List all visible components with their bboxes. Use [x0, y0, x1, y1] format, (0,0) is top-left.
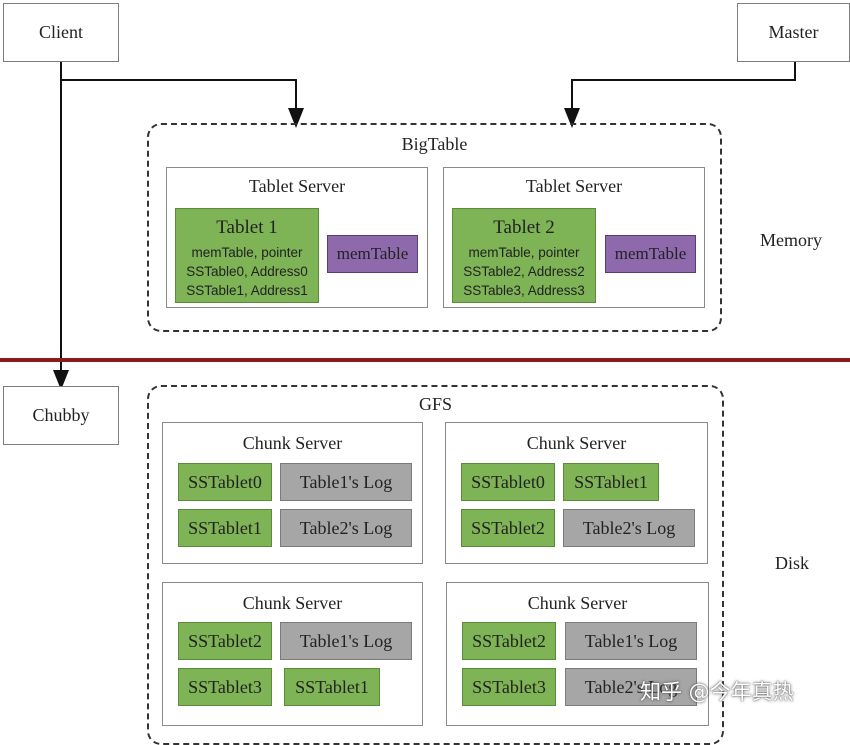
- tablet-1: Tablet 1 memTable, pointer SSTable0, Add…: [175, 208, 319, 303]
- log-cell: Table1's Log: [280, 622, 412, 660]
- sstablet-cell: SSTablet2: [461, 509, 555, 547]
- memory-disk-divider: [0, 358, 850, 362]
- chunk-server-title: Chunk Server: [242, 433, 343, 453]
- sstablet-cell: SSTablet2: [462, 622, 556, 660]
- bigtable-group: [147, 123, 722, 332]
- client-label: Client: [39, 22, 83, 42]
- cell-label: SSTablet0: [471, 471, 545, 492]
- log-cell: Table1's Log: [280, 463, 412, 501]
- tablet-server-title: Tablet Server: [248, 176, 346, 196]
- cell-label: Table2's Log: [299, 517, 393, 538]
- memtable-box: memTable: [327, 235, 418, 273]
- sstablet-cell: SSTablet3: [462, 668, 556, 706]
- log-cell: Table2's Log: [563, 509, 695, 547]
- tablet-title: Tablet 1: [216, 217, 278, 238]
- cell-label: SSTablet2: [188, 630, 262, 651]
- cell-label: Table1's Log: [299, 471, 393, 492]
- tablet-title: Tablet 2: [493, 217, 555, 238]
- master-to-bigtable-arrow: [564, 62, 796, 128]
- cell-label: SSTablet0: [188, 471, 262, 492]
- cell-label: SSTablet3: [472, 676, 546, 697]
- tablet-line: SSTable0, Address0: [186, 264, 308, 279]
- disk-label: Disk: [775, 553, 810, 573]
- tablet-line: SSTable2, Address2: [463, 264, 585, 279]
- bigtable-title: BigTable: [401, 134, 468, 154]
- memtable-box: memTable: [605, 235, 696, 273]
- sstablet-cell: SSTablet2: [178, 622, 272, 660]
- memtable-label: memTable: [614, 244, 687, 263]
- master-box: Master: [737, 3, 850, 62]
- memtable-label: memTable: [336, 244, 409, 263]
- cell-label: Table2's Log: [584, 676, 678, 697]
- chubby-label: Chubby: [32, 405, 90, 425]
- tablet-line: SSTable1, Address1: [186, 283, 308, 298]
- chubby-box: Chubby: [3, 386, 119, 445]
- tablet-server-title: Tablet Server: [525, 176, 623, 196]
- sstablet-cell: SSTablet0: [461, 463, 555, 501]
- tablet-line: memTable, pointer: [191, 245, 303, 260]
- log-cell: Table2's Log: [565, 668, 697, 706]
- sstablet-cell: SSTablet1: [563, 463, 659, 501]
- chunk-server-title: Chunk Server: [527, 593, 628, 613]
- chunk-server-title: Chunk Server: [526, 433, 627, 453]
- cell-label: SSTablet1: [188, 517, 262, 538]
- client-box: Client: [3, 3, 119, 62]
- cell-label: SSTablet1: [574, 471, 648, 492]
- cell-label: SSTablet2: [471, 517, 545, 538]
- cell-label: SSTablet2: [472, 630, 546, 651]
- log-cell: Table1's Log: [565, 622, 697, 660]
- cell-label: Table1's Log: [299, 630, 393, 651]
- log-cell: Table2's Log: [280, 509, 412, 547]
- cell-label: SSTablet3: [188, 676, 262, 697]
- sstablet-cell: SSTablet0: [178, 463, 272, 501]
- tablet-2: Tablet 2 memTable, pointer SSTable2, Add…: [452, 208, 596, 303]
- cell-label: SSTablet1: [295, 676, 369, 697]
- client-to-bigtable-arrow: [61, 79, 304, 128]
- sstablet-cell: SSTablet3: [178, 668, 272, 706]
- cell-label: Table2's Log: [582, 517, 676, 538]
- watermark: 知乎 @今年真热: [640, 680, 794, 704]
- cell-label: Table1's Log: [584, 630, 678, 651]
- master-label: Master: [768, 22, 819, 42]
- tablet-line: memTable, pointer: [468, 245, 580, 260]
- tablet-line: SSTable3, Address3: [463, 283, 585, 298]
- memory-label: Memory: [760, 230, 822, 250]
- sstablet-cell: SSTablet1: [284, 668, 380, 706]
- gfs-title: GFS: [418, 394, 453, 414]
- sstablet-cell: SSTablet1: [178, 509, 272, 547]
- chunk-server-title: Chunk Server: [242, 593, 343, 613]
